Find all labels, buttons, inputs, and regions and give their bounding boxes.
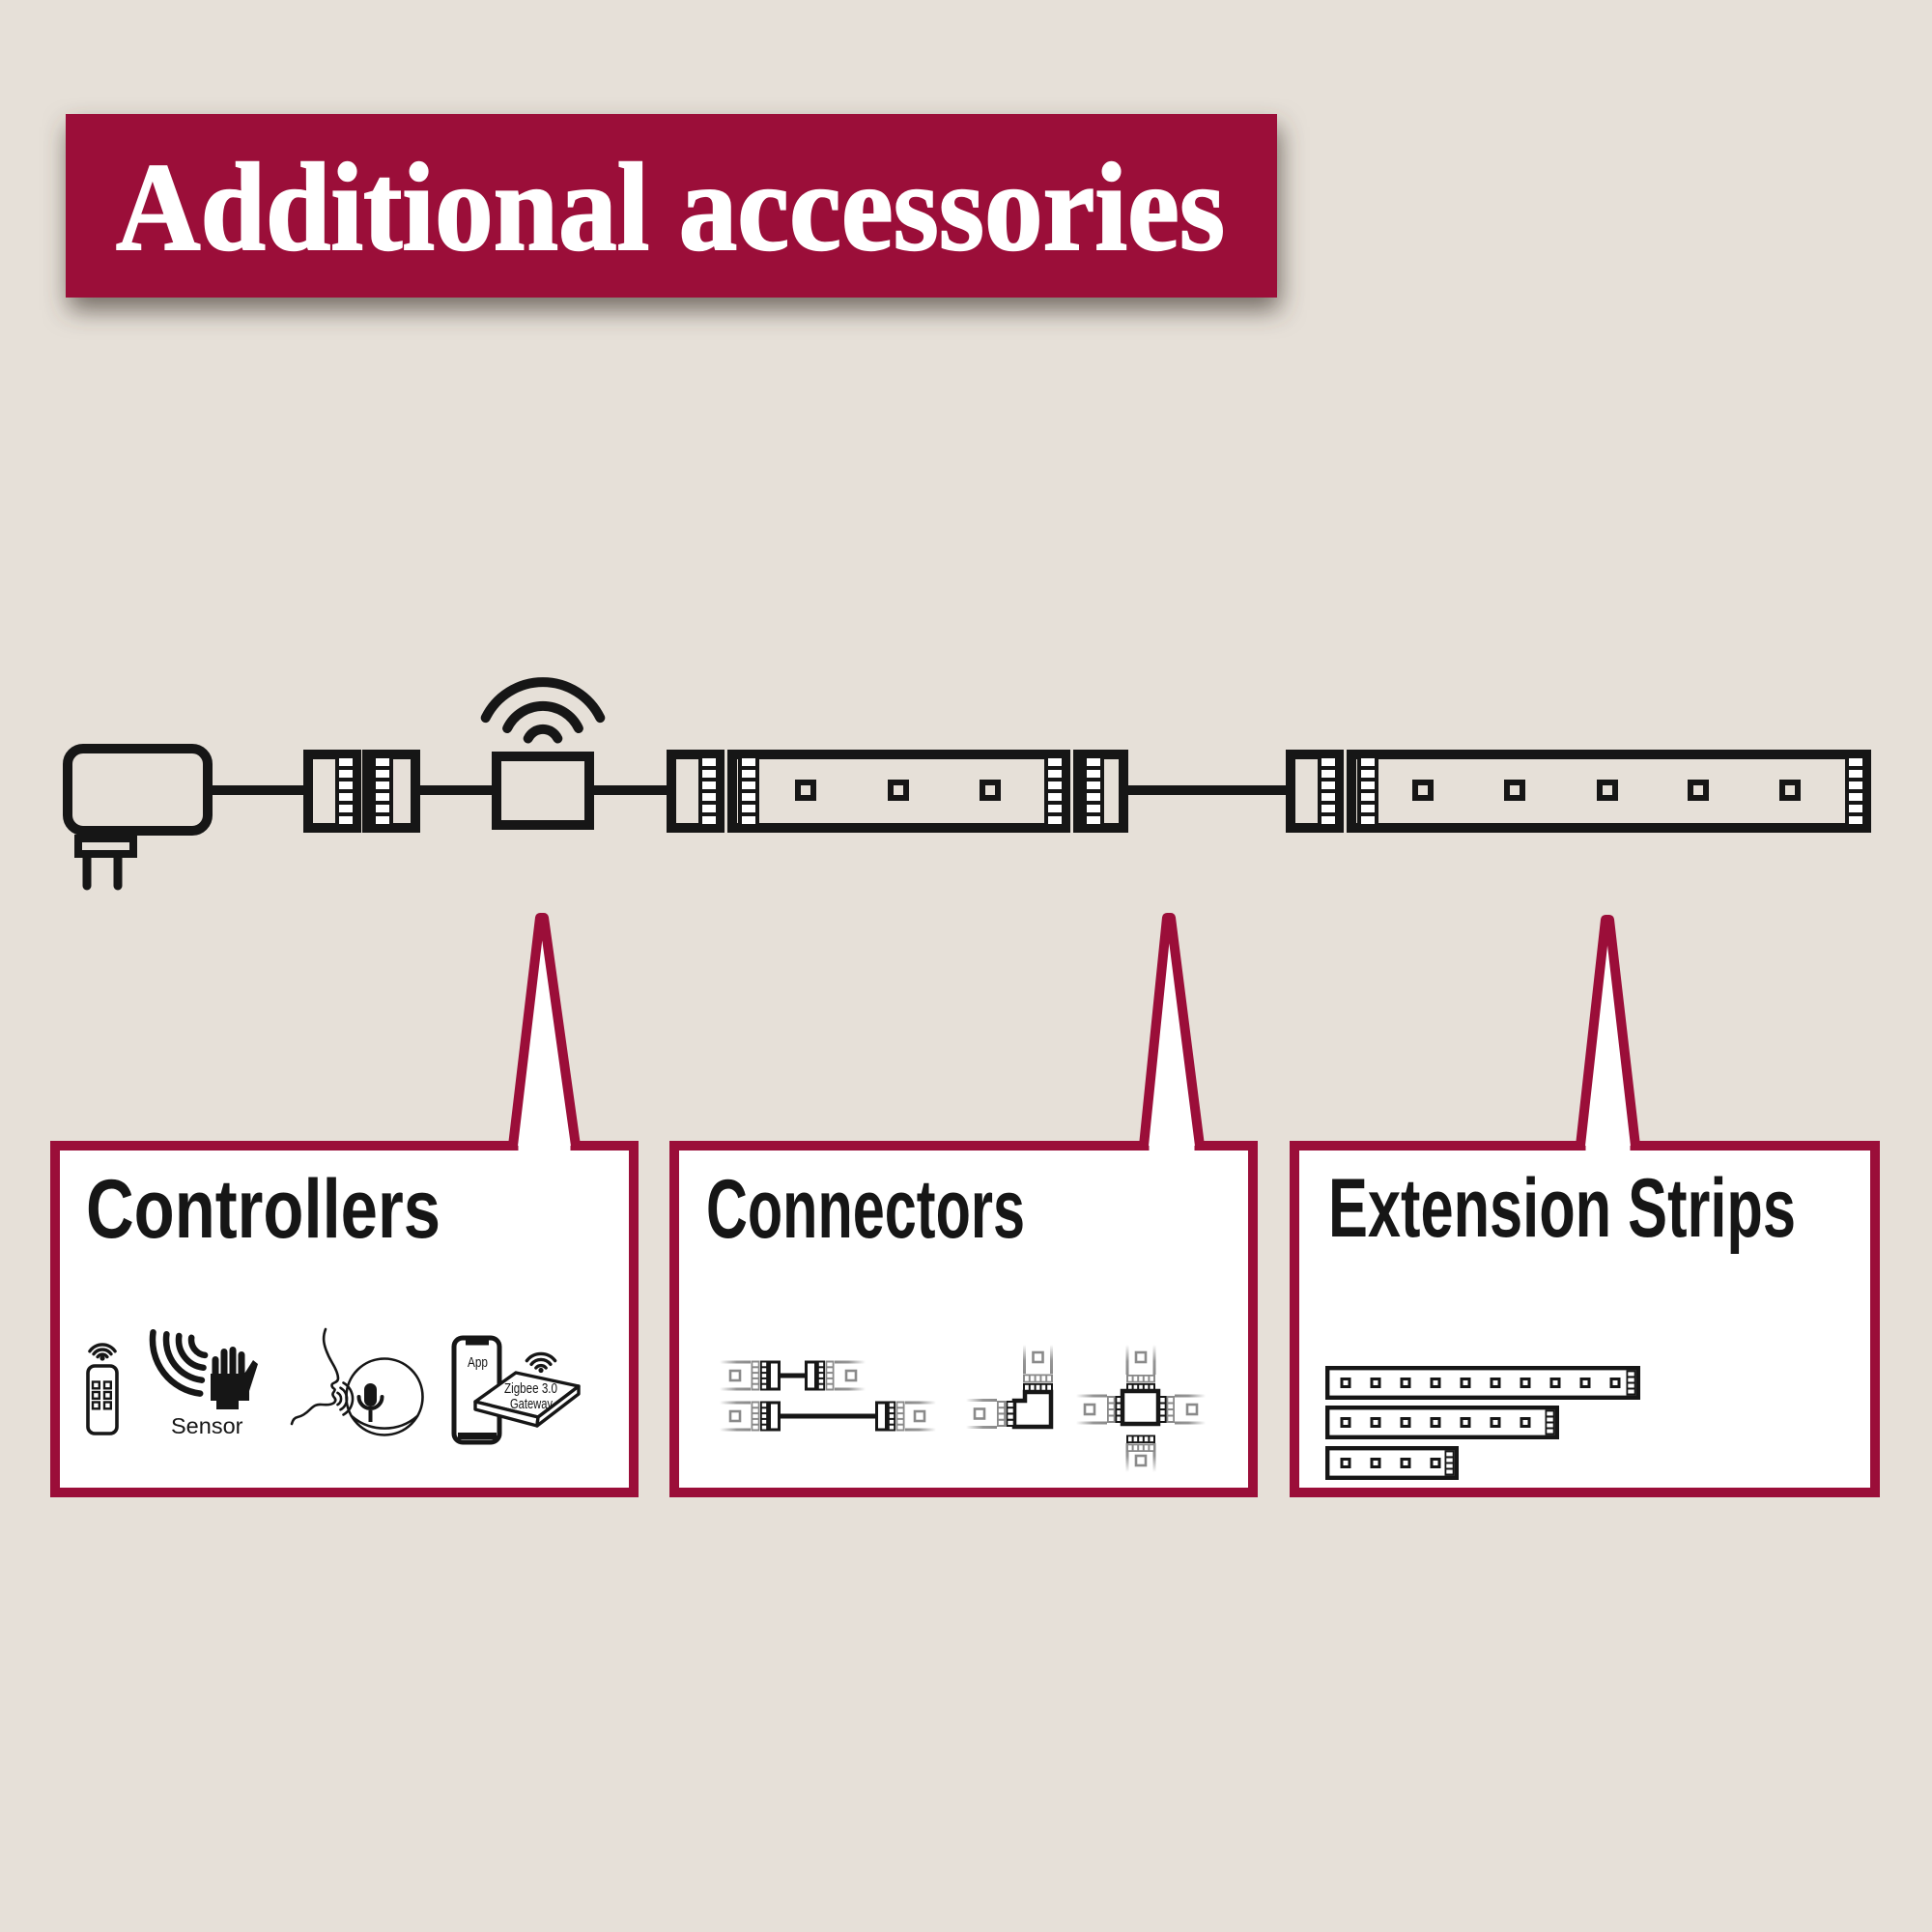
- svg-text:Zigbee 3.0: Zigbee 3.0: [504, 1381, 557, 1397]
- svg-text:App: App: [468, 1354, 488, 1371]
- svg-text:Controllers: Controllers: [86, 1163, 440, 1256]
- svg-text:Connectors: Connectors: [706, 1163, 1025, 1256]
- svg-text:Additional accessories: Additional accessories: [116, 138, 1225, 277]
- svg-text:Sensor: Sensor: [171, 1413, 243, 1438]
- svg-text:Extension Strips: Extension Strips: [1328, 1162, 1796, 1255]
- svg-text:Gateway: Gateway: [510, 1397, 554, 1412]
